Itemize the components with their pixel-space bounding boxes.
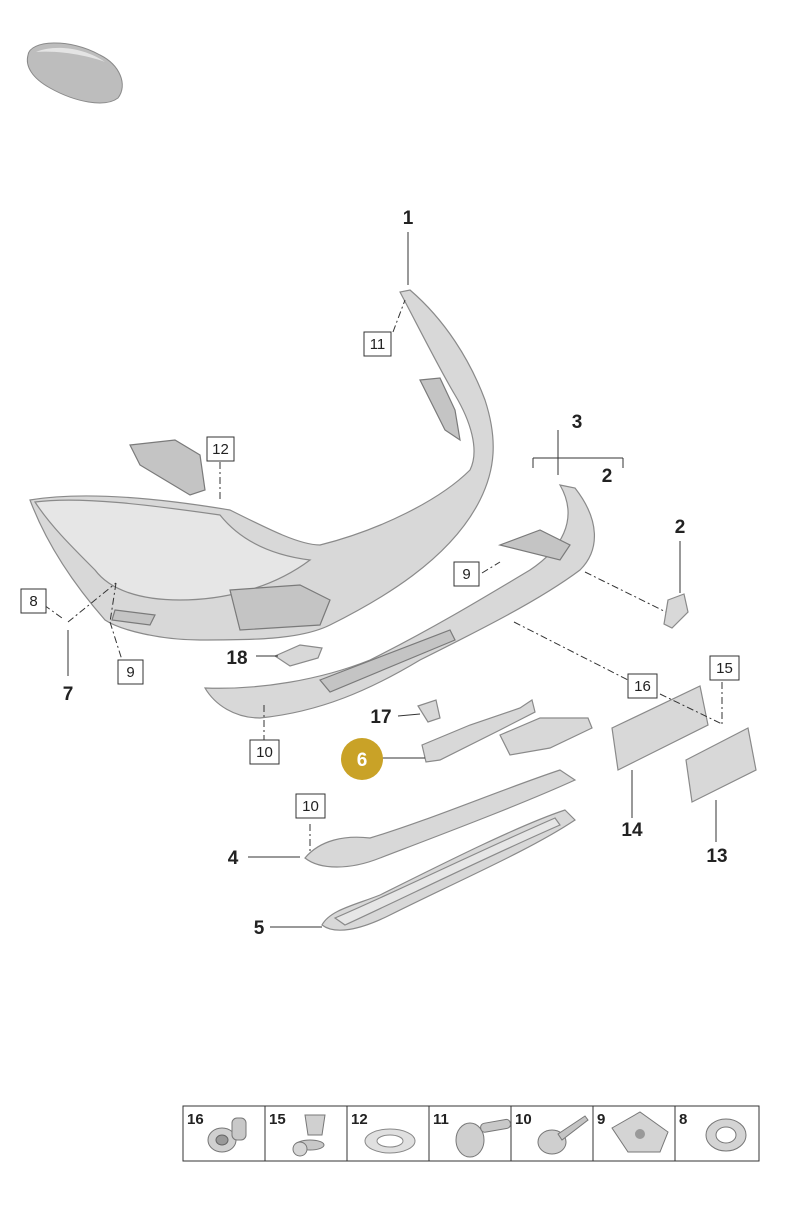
diffuser-panel-part[interactable] bbox=[321, 809, 576, 931]
callout-13[interactable]: 13 bbox=[706, 846, 727, 867]
legend-cell-11[interactable]: 11 bbox=[433, 1111, 511, 1158]
svg-text:10: 10 bbox=[515, 1111, 532, 1128]
selected-callout-6[interactable]: 6 bbox=[341, 738, 383, 780]
svg-text:15: 15 bbox=[716, 660, 733, 677]
screw-icon bbox=[537, 1115, 589, 1155]
svg-text:11: 11 bbox=[370, 336, 386, 353]
bracket-part-17[interactable] bbox=[417, 699, 441, 723]
legend-cell-12[interactable]: 12 bbox=[351, 1111, 416, 1154]
small-parts-legend: 16 15 12 11 bbox=[182, 1105, 760, 1162]
callout-1[interactable]: 1 bbox=[403, 208, 414, 229]
bracket-part-18[interactable] bbox=[273, 644, 323, 667]
boxed-callout-10-lower[interactable]: 10 bbox=[295, 793, 326, 819]
grommet-icon bbox=[705, 1118, 747, 1152]
clip-nut-icon bbox=[611, 1111, 669, 1153]
svg-text:10: 10 bbox=[302, 798, 319, 815]
svg-text:9: 9 bbox=[462, 566, 470, 583]
svg-text:12: 12 bbox=[351, 1111, 368, 1128]
lower-bumper-insert-part[interactable] bbox=[203, 484, 595, 719]
license-plate-base-part[interactable] bbox=[611, 685, 709, 771]
spoiler-lip-part[interactable] bbox=[304, 769, 577, 868]
boxed-callout-11[interactable]: 11 bbox=[363, 331, 392, 357]
callout-2-right[interactable]: 2 bbox=[675, 517, 686, 538]
legend-cell-8[interactable]: 8 bbox=[679, 1111, 747, 1152]
svg-text:11: 11 bbox=[433, 1111, 449, 1128]
callout-5[interactable]: 5 bbox=[254, 918, 265, 939]
vehicle-thumbnail-icon bbox=[26, 42, 123, 104]
legend-cell-15[interactable]: 15 bbox=[269, 1111, 326, 1157]
leader-lines bbox=[43, 232, 723, 928]
license-plate-bracket-part[interactable] bbox=[685, 727, 757, 803]
boxed-callout-15[interactable]: 15 bbox=[709, 655, 740, 681]
callout-3[interactable]: 3 bbox=[572, 412, 583, 433]
svg-text:16: 16 bbox=[187, 1111, 204, 1128]
bumper-cover-part[interactable] bbox=[29, 289, 494, 641]
retaining-ring-icon bbox=[364, 1128, 416, 1154]
legend-cell-9[interactable]: 9 bbox=[597, 1111, 669, 1153]
legend-cell-16[interactable]: 16 bbox=[187, 1111, 247, 1153]
svg-text:12: 12 bbox=[212, 441, 229, 458]
callout-7[interactable]: 7 bbox=[63, 684, 74, 705]
svg-text:15: 15 bbox=[269, 1111, 286, 1128]
svg-text:9: 9 bbox=[126, 664, 134, 681]
callout-17[interactable]: 17 bbox=[370, 707, 391, 728]
expanding-clip-icon bbox=[292, 1114, 326, 1157]
boxed-callout-10-upper[interactable]: 10 bbox=[249, 739, 280, 765]
legend-cell-10[interactable]: 10 bbox=[515, 1111, 589, 1155]
boxed-callout-9-right[interactable]: 9 bbox=[453, 561, 480, 587]
callout-18[interactable]: 18 bbox=[226, 648, 247, 669]
callout-4[interactable]: 4 bbox=[228, 848, 239, 869]
svg-text:9: 9 bbox=[597, 1111, 605, 1128]
svg-text:10: 10 bbox=[256, 744, 273, 761]
boxed-callout-8[interactable]: 8 bbox=[20, 588, 47, 614]
boxed-callout-9-left[interactable]: 9 bbox=[117, 659, 144, 685]
boxed-callout-12[interactable]: 12 bbox=[206, 436, 235, 462]
svg-text:8: 8 bbox=[679, 1111, 687, 1128]
svg-text:16: 16 bbox=[634, 678, 651, 695]
plastic-rivet-icon bbox=[455, 1118, 511, 1158]
callout-2-upper[interactable]: 2 bbox=[602, 466, 613, 487]
callout-14[interactable]: 14 bbox=[621, 820, 643, 841]
boxed-callout-16[interactable]: 16 bbox=[627, 673, 658, 699]
svg-text:8: 8 bbox=[29, 593, 37, 610]
reinforcement-bracket-part-6[interactable] bbox=[421, 699, 593, 763]
rivet-nut-icon bbox=[207, 1117, 247, 1153]
svg-text:6: 6 bbox=[357, 750, 368, 771]
side-trim-part[interactable] bbox=[663, 593, 689, 629]
